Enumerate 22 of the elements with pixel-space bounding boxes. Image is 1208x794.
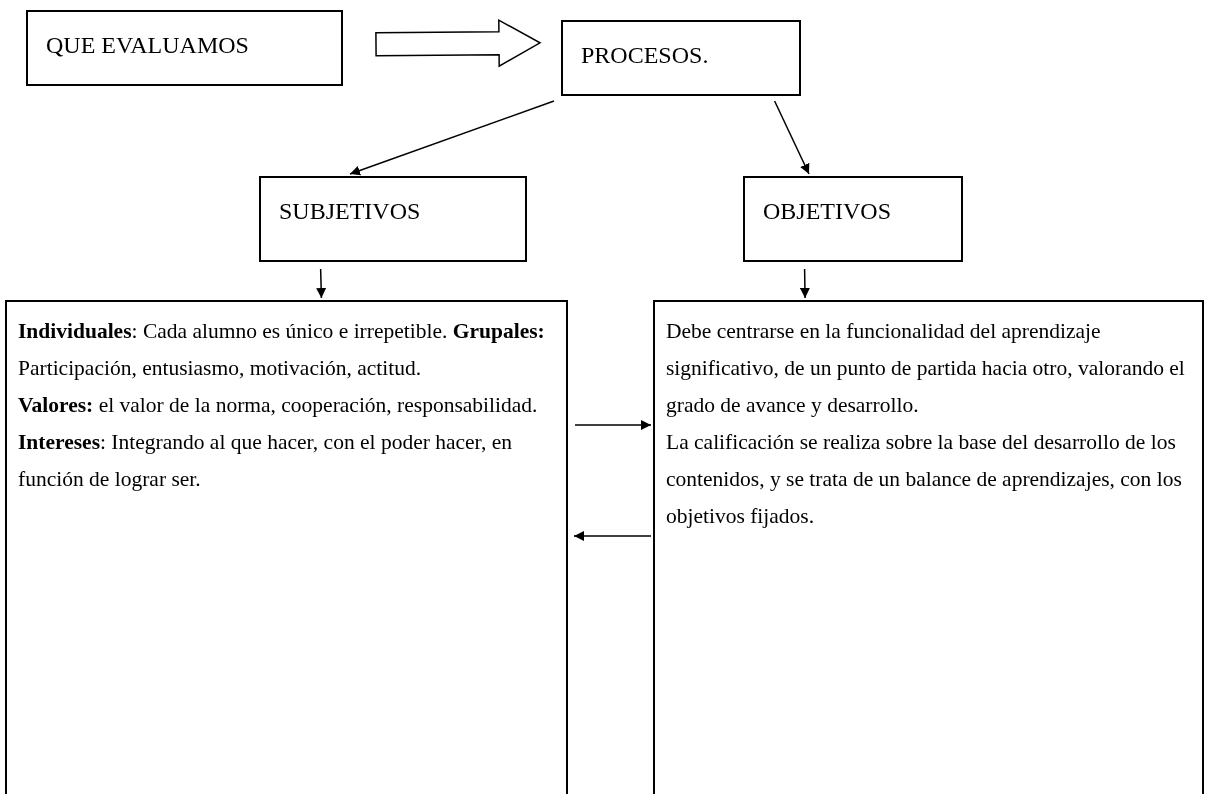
- text-box: [5, 300, 568, 794]
- paragraph: Individuales: Cada alumno es único e irrepetible. Grupales: Participación, entusiasmo, motivación, actitud.: [18, 318, 546, 382]
- arrow: [773, 100, 810, 175]
- block-arrow: [375, 18, 542, 68]
- arrow: [573, 531, 652, 541]
- arrow: [316, 268, 327, 299]
- arrow: [799, 268, 810, 299]
- arrow: [574, 420, 652, 430]
- process-box: [561, 20, 801, 96]
- paragraph: Intereses: Integrando al que hacer, con el poder hacer, en función de lograr ser.: [18, 429, 513, 493]
- paragraph: Valores: el valor de la norma, cooperación, responsabilidad.: [18, 392, 539, 419]
- paragraph: Debe centrarse en la funcionalidad del aprendizaje significativo, de un punto de partida hacia otro, valorando el grado de avance y desarrollo.: [666, 318, 1186, 419]
- process-box: [743, 176, 963, 262]
- process-box: [259, 176, 527, 262]
- box-label: QUE EVALUAMOS: [46, 31, 250, 60]
- process-box: [26, 10, 343, 86]
- box-label: SUBJETIVOS: [279, 197, 422, 226]
- arrow: [349, 100, 555, 176]
- box-label: OBJETIVOS: [763, 197, 892, 226]
- text-box: [653, 300, 1204, 794]
- box-label: PROCESOS.: [581, 41, 710, 70]
- paragraph: La calificación se realiza sobre la base del desarrollo de los contenidos, y se trata de un balance de aprendizajes, con los objetivos fijados.: [666, 429, 1183, 530]
